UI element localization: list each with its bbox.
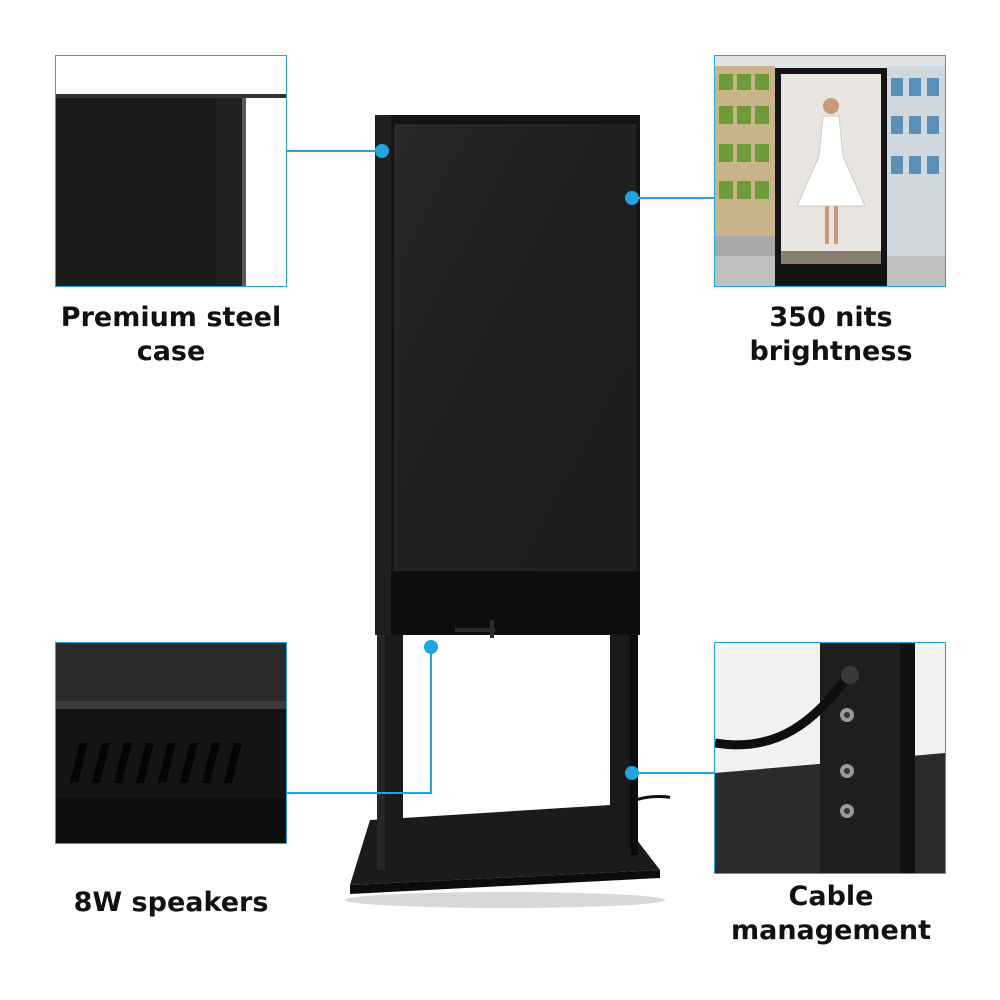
store-display-photo [715,56,945,286]
speakers-marker [424,640,438,654]
cable-detail-panel [714,642,946,874]
cable-marker [625,766,639,780]
steel-case-detail-panel [55,55,287,287]
speakers-caption: 8W speakers [73,887,269,918]
brightness-caption: 350 nits brightness [749,302,913,367]
cable-ports-closeup [715,643,945,873]
cable-caption: Cable management [730,881,931,946]
steel-case-marker [375,144,389,158]
kiosk-illustration [345,115,722,908]
kiosk-product [340,110,722,920]
brightness-marker [625,191,639,205]
brightness-detail-panel [714,55,946,287]
speakers-connector-v [430,648,432,794]
steel-case-caption: Premium steel case [60,302,282,367]
steel-case-connector [287,150,383,152]
speakers-connector-h [287,792,432,794]
steel-case-closeup [56,56,286,286]
speaker-grille-closeup [56,643,286,843]
speakers-detail-panel [55,642,287,844]
brightness-connector [636,197,714,199]
cable-connector [636,772,714,774]
